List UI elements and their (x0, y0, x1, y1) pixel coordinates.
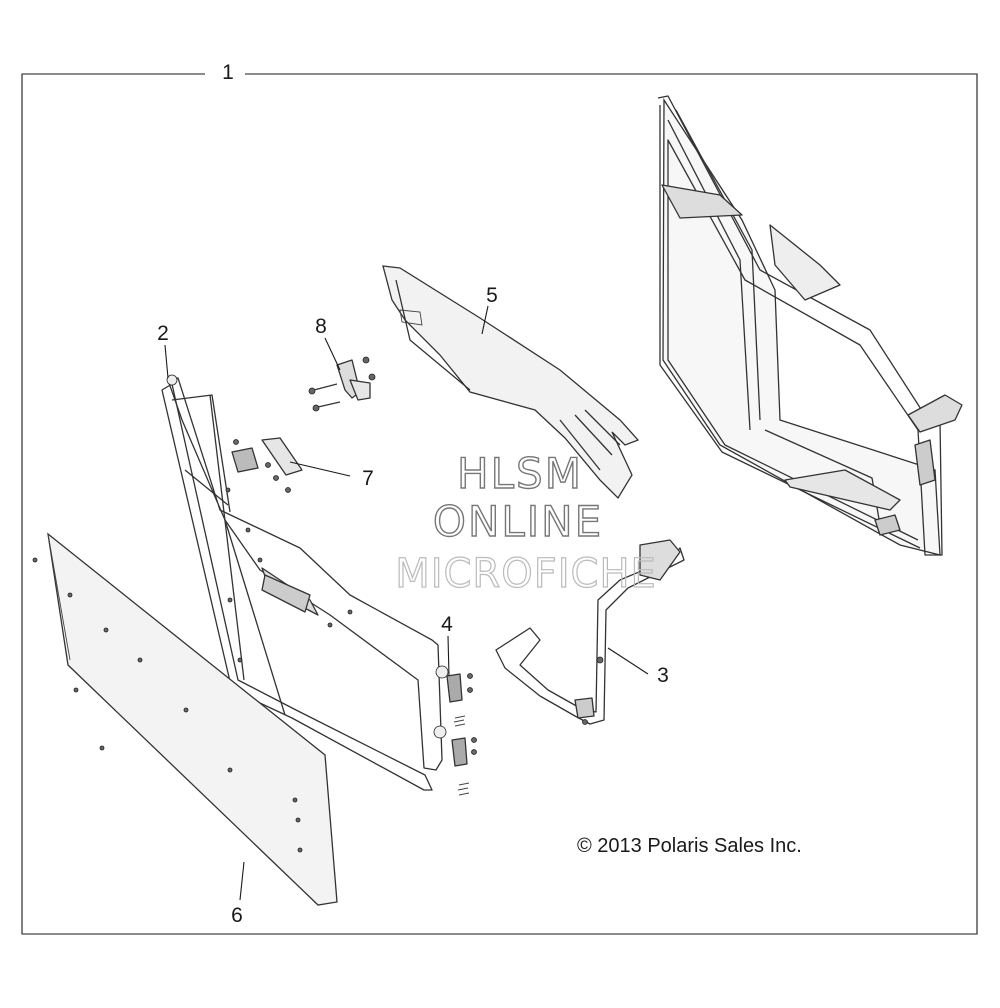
assembly-frame-box (21, 73, 978, 935)
right-door-assembly (657, 95, 963, 556)
callout-3: 3 (657, 664, 669, 687)
item-4-hinge-set (446, 673, 477, 796)
callout-4: 4 (441, 613, 453, 636)
item-3-lower-frame-arm (495, 539, 685, 725)
callout-1: 1 (222, 61, 234, 84)
watermark-line-3: MICROFICHE (395, 551, 657, 597)
watermark-line-2: ONLINE (433, 497, 603, 546)
leader-lines (164, 305, 649, 901)
item-5-door-panel (382, 265, 640, 500)
item-7-latch-bracket (231, 437, 303, 493)
watermark-line-1: HLSM (457, 449, 583, 498)
callout-5: 5 (486, 284, 498, 307)
item-8-bracket-hardware (308, 356, 376, 412)
callout-7: 7 (362, 467, 374, 490)
item-6-lower-door-panel (32, 532, 338, 906)
callout-6: 6 (231, 904, 243, 927)
copyright-notice: © 2013 Polaris Sales Inc. (577, 835, 802, 857)
callout-8: 8 (315, 315, 327, 338)
callout-2: 2 (157, 322, 169, 345)
